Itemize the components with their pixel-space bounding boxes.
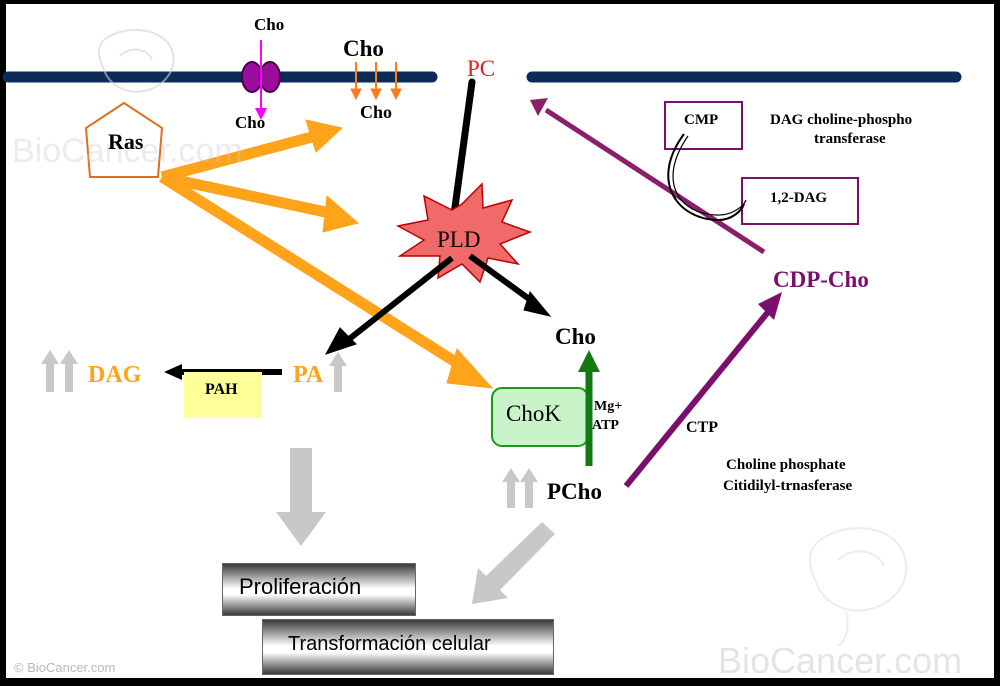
- pc-to-pld-line: [449, 78, 476, 226]
- dag-enzyme-label-line2: transferase: [814, 131, 886, 147]
- proliferation-label: Proliferación: [239, 574, 362, 599]
- cdp-to-pc-arrow-head: [530, 98, 548, 116]
- pcho-to-cdp-arrow-head: [758, 292, 782, 320]
- ras-arrows: [159, 119, 494, 389]
- chok-label: ChoK: [506, 401, 561, 426]
- mg-label: Mg+: [594, 399, 623, 414]
- cdp-to-pc-arrow: [544, 107, 766, 255]
- watermark-bottom: BioCancer.com: [718, 640, 963, 681]
- pcho-to-cdp-arrow: [623, 310, 771, 488]
- ras-node: [84, 101, 164, 178]
- diacylglycerol-label: 1,2-DAG: [770, 190, 828, 206]
- cmp-release-curve: [667, 133, 745, 222]
- ctp-label: CTP: [686, 419, 718, 436]
- diacylglycerol-box: [741, 177, 859, 225]
- cct-label-line2: Citidilyl-trnasferase: [723, 478, 853, 494]
- pcho-label: PCho: [547, 479, 602, 504]
- ras-label: Ras: [108, 129, 144, 154]
- pld-label: PLD: [437, 227, 481, 252]
- cho-channel-top-label: Cho: [254, 15, 285, 34]
- cdp-cho-label: CDP-Cho: [773, 267, 869, 292]
- transport-arrow-head: [255, 108, 267, 120]
- cho-membrane-bottom-label: Cho: [360, 102, 393, 122]
- dag-label: DAG: [88, 362, 142, 388]
- up-arrows: [41, 350, 538, 508]
- transporter-channel-right: [259, 61, 281, 93]
- bottom-watermark-logo: [808, 527, 908, 647]
- pa-label: PA: [293, 362, 324, 388]
- cmp-label: CMP: [684, 112, 719, 128]
- pld-node: [395, 182, 533, 284]
- cmp-release-curve-inner: [672, 135, 747, 216]
- membrane-cho-arrows: [350, 62, 402, 101]
- pc-label: PC: [467, 56, 496, 81]
- pah-box: [184, 372, 262, 418]
- pah-label: PAH: [205, 381, 238, 398]
- cct-label-line1: Choline phosphate: [726, 457, 846, 473]
- cho-channel-bottom-label: Cho: [235, 113, 266, 132]
- transformation-box: [262, 619, 554, 675]
- cho-membrane-top-label: Cho: [343, 36, 384, 61]
- outcome-arrows: [276, 448, 555, 604]
- pld-output-arrows: [324, 253, 552, 355]
- atp-label: ATP: [592, 418, 619, 433]
- proliferation-box: [222, 563, 416, 616]
- watermark-copyright: © BioCancer.com: [14, 660, 116, 675]
- watermark-top: BioCancer.com: [12, 132, 243, 170]
- top-watermark-logo: [97, 29, 175, 93]
- cho-free-label: Cho: [555, 324, 596, 349]
- transformation-label: Transformación celular: [288, 633, 491, 655]
- chok-green-arrow-head: [578, 350, 600, 372]
- dag-enzyme-label-line1: DAG choline-phospho: [770, 112, 913, 128]
- pa-to-dag-arrow-head: [164, 364, 182, 380]
- cmp-box: [664, 101, 743, 150]
